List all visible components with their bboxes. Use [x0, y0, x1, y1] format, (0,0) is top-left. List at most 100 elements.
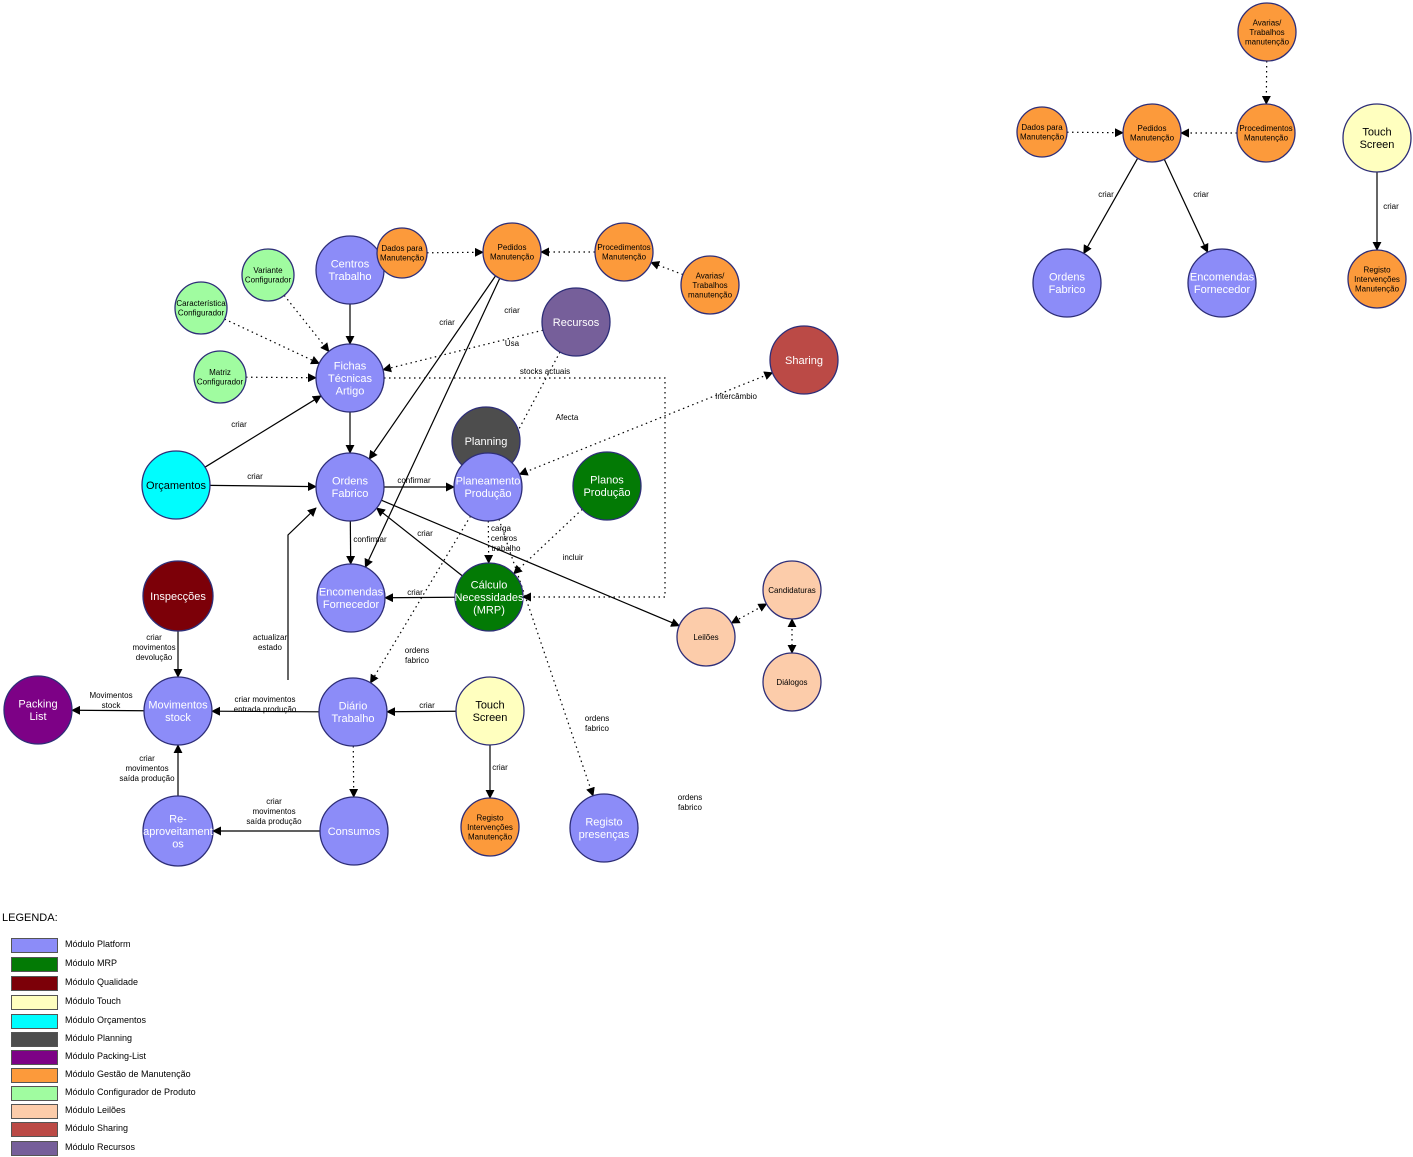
node-circle — [569, 793, 639, 863]
node-label: Planeamento — [456, 476, 521, 488]
node-circle — [376, 227, 428, 279]
node-label: Intervenções — [467, 823, 513, 832]
node-circle — [1237, 2, 1297, 62]
node-circle — [174, 281, 228, 335]
node-leiloes[interactable]: Leilões — [676, 607, 736, 667]
node-orcamentos[interactable]: Orçamentos — [141, 450, 211, 520]
node-circle — [769, 325, 839, 395]
node-label: Encomendas — [1190, 272, 1255, 284]
edge-label-criar: criar — [417, 529, 433, 538]
node-inspeccoes[interactable]: Inspecções — [142, 560, 214, 632]
node-circle — [318, 677, 388, 747]
node-label: Artigo — [336, 385, 365, 397]
edge-ordens-main-to-leiloes — [381, 499, 681, 627]
node-label: Produção — [464, 488, 511, 500]
edge-label-incluir: incluir — [563, 553, 584, 562]
node-circle — [142, 560, 214, 632]
node-label: Registo — [585, 817, 622, 829]
node-label: Fornecedor — [323, 599, 380, 611]
node-label: Avarias/ — [696, 271, 726, 280]
node-circle — [482, 222, 542, 282]
legend-item: Módulo Planning — [0, 1032, 260, 1048]
node-label: Manutenção — [1355, 284, 1400, 293]
edge-pedidos-r-to-ordens-r — [1083, 157, 1139, 255]
legend-item: Módulo Leilões — [0, 1104, 260, 1120]
node-recursos[interactable]: Recursos — [541, 287, 611, 357]
edge-orcamentos-to-ordens-main — [209, 482, 317, 492]
node-circle — [460, 797, 520, 857]
legend-swatch — [11, 1141, 58, 1156]
edge-label-inspec-mov: movimentos — [132, 643, 175, 652]
edge-label-mov-stock: stock — [102, 701, 122, 710]
node-label: Produção — [583, 487, 630, 499]
node-label: Touch — [1362, 127, 1391, 139]
edge-label-criar: criar — [407, 588, 423, 597]
edge-label-saida: saída produção — [246, 817, 302, 826]
edge-pedidos-r-to-encomendas-r — [1163, 159, 1209, 254]
node-circle — [315, 343, 385, 413]
edge-diario-to-movimentos — [211, 706, 320, 716]
edge-path-2 — [287, 507, 317, 680]
node-circle — [241, 248, 295, 302]
node-circle — [541, 287, 611, 357]
node-label: Trabalhos — [692, 281, 727, 290]
edge-avarias-main-to-proced-main — [650, 261, 684, 276]
node-sharing[interactable]: Sharing — [769, 325, 839, 395]
node-label: Registo — [1363, 265, 1391, 274]
node-circle — [455, 676, 525, 746]
legend-swatch — [11, 1050, 58, 1065]
node-dialogos[interactable]: Diálogos — [762, 652, 822, 712]
node-label: Ordens — [332, 476, 369, 488]
edge-label-ordens-fabrico: fabrico — [678, 803, 703, 812]
node-label: Screen — [473, 712, 508, 724]
node-consumos[interactable]: Consumos — [319, 796, 389, 866]
node-label: Pedidos — [498, 243, 527, 252]
node-candidaturas[interactable]: Candidaturas — [762, 560, 822, 620]
edge-label-confirmar: confirmar — [353, 535, 387, 544]
edges-layer — [71, 60, 1382, 836]
edge-label-saida: saída produção — [119, 774, 175, 783]
legend-label: Módulo Gestão de Manutenção — [65, 1069, 191, 1079]
edge-label-ordens-fabrico: ordens — [678, 793, 702, 802]
node-label: Configurador — [178, 309, 225, 318]
edge-calculo-to-encomendas-main — [384, 593, 456, 603]
legend-item: Módulo Orçamentos — [0, 1014, 260, 1030]
node-label: Centros — [331, 259, 370, 271]
legend-item: Módulo Gestão de Manutenção — [0, 1068, 260, 1084]
edge-label-saida: criar — [139, 754, 155, 763]
edge-label-criar: criar — [231, 420, 247, 429]
node-label: Leilões — [693, 633, 718, 642]
edge-path-1 — [384, 377, 666, 602]
